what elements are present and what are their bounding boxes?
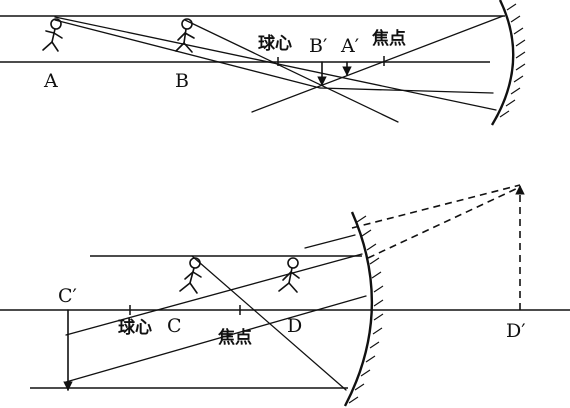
top-label-center: 球心 (258, 34, 292, 54)
bottom-diagram: C′ 球心 C 焦点 D D′ (0, 184, 570, 407)
bottom-virtual-ray-upper (351, 184, 521, 229)
bottom-label-d-image: D′ (506, 320, 526, 342)
top-ray-from-a-through-center (54, 19, 321, 89)
bottom-person-d-figure (278, 257, 300, 293)
top-label-b-image: B′ (309, 35, 327, 57)
top-concave-mirror (490, 0, 515, 126)
bottom-label-center: 球心 (118, 318, 152, 338)
top-reflected-ray-2 (319, 87, 494, 94)
bottom-virtual-ray-lower (367, 186, 521, 259)
top-person-a-figure (42, 18, 63, 52)
bottom-ray-d-reflected (304, 234, 356, 249)
bottom-mirror-hatching (348, 215, 384, 404)
bottom-concave-mirror (343, 211, 374, 407)
top-diagram: A B 球心 B′ A′ 焦点 (0, 0, 526, 126)
bottom-label-d: D (287, 315, 302, 337)
top-mirror-hatching (499, 3, 526, 118)
top-label-focus: 焦点 (371, 28, 406, 49)
top-reflected-ray-through-focus (251, 15, 504, 113)
bottom-label-focus: 焦点 (217, 327, 252, 348)
top-label-a-image: A′ (340, 35, 359, 57)
top-label-b: B (175, 70, 189, 92)
top-person-b-figure (175, 18, 195, 53)
bottom-person-c-figure (179, 257, 202, 294)
bottom-label-c: C (167, 315, 182, 337)
bottom-label-c-image: C′ (58, 285, 77, 307)
bottom-ray-c-to-mirror (65, 253, 363, 336)
top-label-a: A (43, 70, 58, 92)
bottom-ray-through-focus (191, 255, 347, 391)
top-ray-from-b-through-center (184, 19, 399, 123)
bottom-ray-c-reflected (65, 295, 367, 383)
